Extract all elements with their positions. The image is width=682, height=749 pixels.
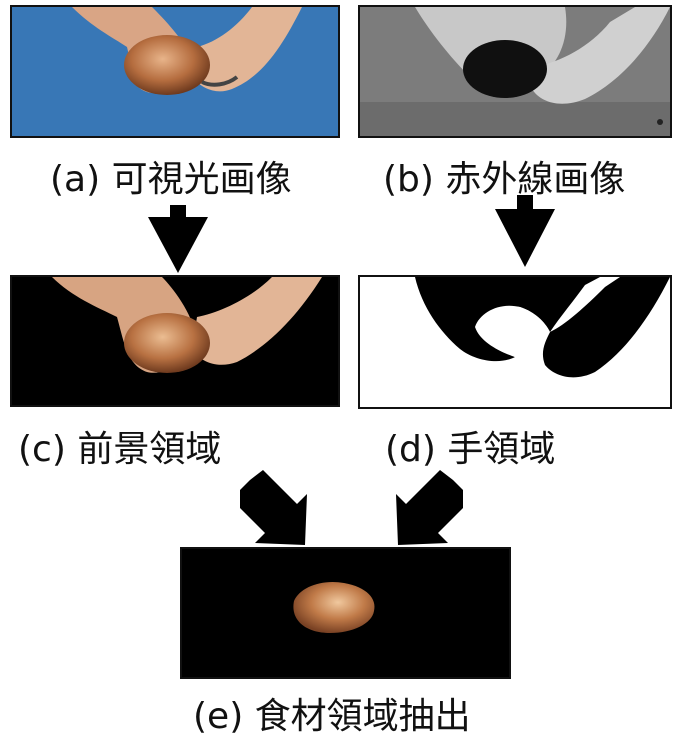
foreground-region-image (10, 275, 340, 407)
label-foreground-region: (c) 前景領域 (18, 429, 222, 470)
label-visible-light-image: (a) 可視光画像 (50, 159, 292, 200)
diagonal-arrow-icon (396, 470, 463, 545)
label-hand-region: (d) 手領域 (385, 429, 556, 470)
hand-region-image (358, 275, 672, 409)
label-food-region-extraction: (e) 食材領域抽出 (193, 696, 471, 737)
down-arrow-icon (148, 205, 208, 273)
food-region-extraction-image (180, 547, 511, 679)
down-arrow-icon (495, 195, 555, 267)
visible-light-image (10, 5, 340, 138)
diagonal-arrow-icon (240, 470, 307, 545)
infrared-image (358, 5, 672, 138)
label-infrared-image: (b) 赤外線画像 (383, 159, 626, 200)
